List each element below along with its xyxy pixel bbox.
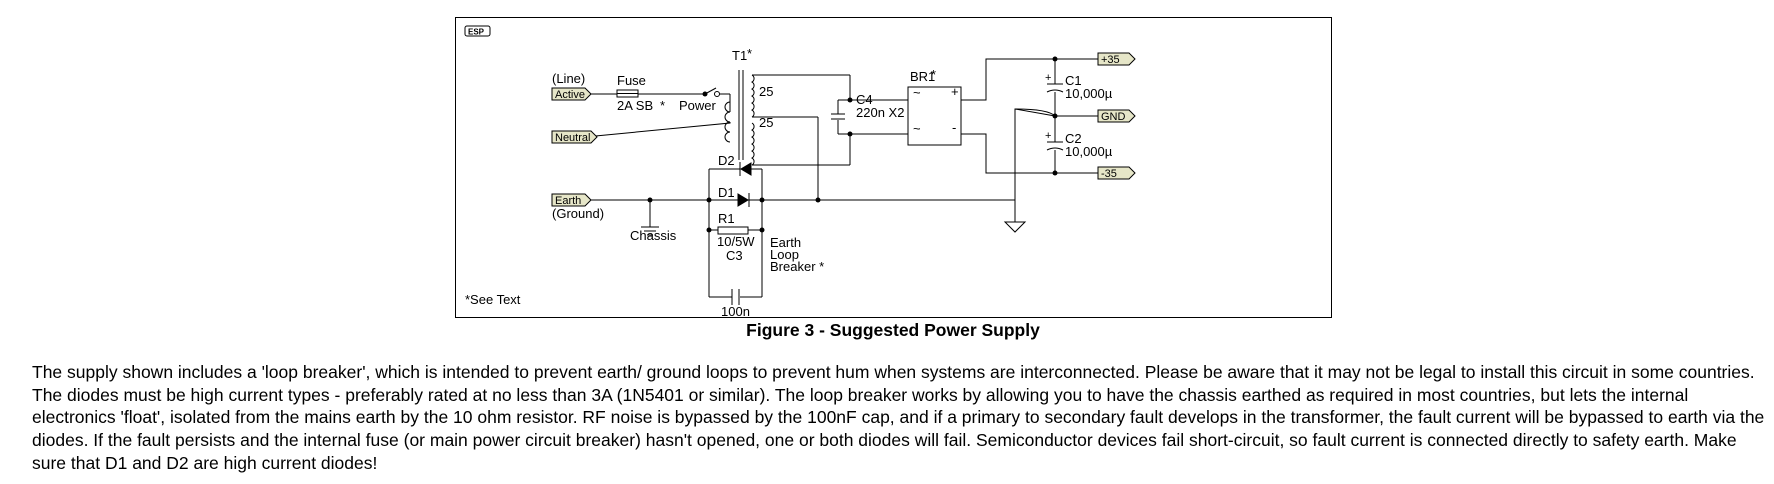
label-d2: D2 <box>718 153 735 168</box>
label-loop-2: Loop <box>770 247 799 262</box>
svg-text:GND: GND <box>1101 111 1126 123</box>
label-winding-lower: 25 <box>759 115 773 130</box>
diode-d2-symbol <box>735 162 762 176</box>
resistor-r1-symbol <box>717 226 749 235</box>
diode-d1-symbol <box>737 193 750 207</box>
tag-out-gnd: GND <box>1097 109 1136 123</box>
label-c1-plus: + <box>1045 72 1051 84</box>
capacitor-c3-symbol <box>731 289 740 305</box>
label-see-text: *See Text <box>465 292 521 307</box>
label-t1: T1 <box>732 48 747 63</box>
label-winding-upper: 25 <box>759 84 773 99</box>
tag-active: Active <box>551 87 592 101</box>
tag-earth: Earth <box>551 193 592 207</box>
label-fuse-star: * <box>660 98 665 113</box>
label-chassis: Chassis <box>630 228 677 243</box>
label-br-ac-top: ~ <box>913 85 921 100</box>
signal-ground-symbol <box>1003 221 1027 233</box>
tag-out-neg: -35 <box>1097 166 1136 180</box>
figure-caption: Figure 3 - Suggested Power Supply <box>746 320 1040 340</box>
svg-text:+35: +35 <box>1101 54 1120 66</box>
label-br1: BR1 <box>910 69 935 84</box>
label-loop-1: Earth <box>770 235 801 250</box>
svg-text:ESP: ESP <box>468 28 485 37</box>
label-br-minus: - <box>952 120 956 135</box>
svg-text:-35: -35 <box>1101 168 1117 180</box>
label-fuse: Fuse <box>617 73 646 88</box>
label-line: (Line) <box>552 71 585 86</box>
label-c3: C3 <box>726 248 743 263</box>
tag-neutral: Neutral <box>551 130 598 144</box>
label-c4: C4 <box>856 92 873 107</box>
label-c2: C2 <box>1065 131 1082 146</box>
label-br-plus: + <box>951 84 959 99</box>
svg-text:Earth: Earth <box>555 195 581 207</box>
label-fuse-rating: 2A SB <box>617 98 653 113</box>
label-r1-value: 10/5W <box>717 234 755 249</box>
label-loop-3: Breaker * <box>770 259 824 274</box>
schematic-diagram: ESP <box>455 17 1332 318</box>
label-ground: (Ground) <box>552 206 604 221</box>
label-c4-value: 220n X2 <box>856 105 904 120</box>
chassis-ground-symbol <box>641 226 659 236</box>
tag-out-pos: +35 <box>1097 52 1136 66</box>
svg-text:Active: Active <box>555 89 585 101</box>
label-d1: D1 <box>718 185 735 200</box>
power-switch-symbol <box>704 87 720 97</box>
svg-text:Neutral: Neutral <box>555 132 590 144</box>
label-r1: R1 <box>718 211 735 226</box>
label-c2-plus: + <box>1045 130 1051 142</box>
label-c2-value: 10,000µ <box>1065 144 1113 159</box>
label-power: Power <box>679 98 717 113</box>
body-paragraph: The supply shown includes a 'loop breake… <box>32 362 1765 473</box>
label-c1-value: 10,000µ <box>1065 86 1113 101</box>
esp-logo: ESP <box>464 25 491 37</box>
schematic-border <box>455 17 1332 318</box>
label-c1: C1 <box>1065 73 1082 88</box>
label-c3-value: 100n <box>721 304 750 318</box>
label-br-ac-bottom: ~ <box>913 121 921 136</box>
label-br1-star: * <box>931 67 936 82</box>
label-t1-star: * <box>747 46 752 61</box>
